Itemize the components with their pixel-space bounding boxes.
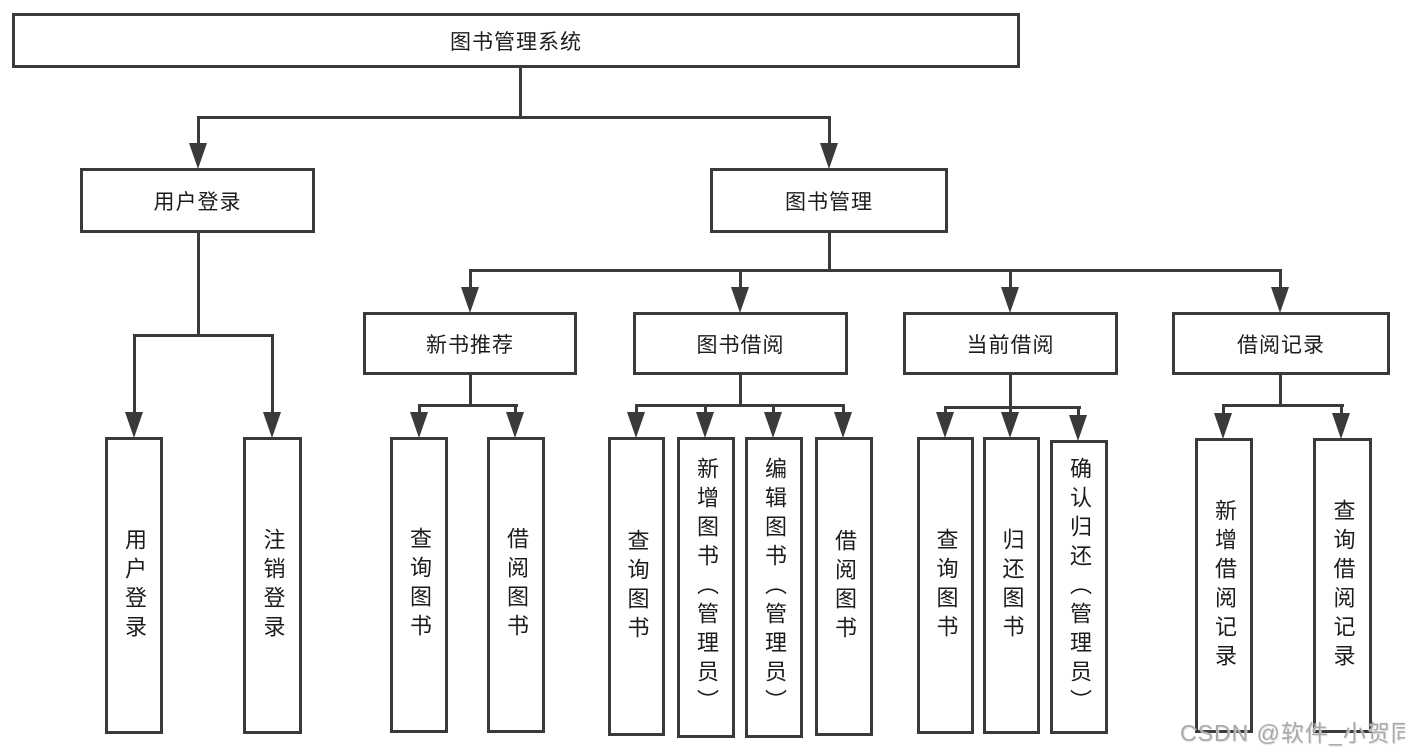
- connector-line: [519, 65, 522, 119]
- connector-line: [704, 404, 707, 414]
- node-label: 新书推荐: [426, 333, 514, 357]
- leaf-label: 用户登录: [122, 527, 147, 644]
- connector-arrow: [1332, 413, 1350, 439]
- connector-arrow: [461, 287, 479, 313]
- connector-arrow: [936, 412, 954, 438]
- connector-arrow: [1069, 415, 1087, 441]
- connector-line: [842, 404, 845, 414]
- leaf-label: 查询图书: [407, 527, 432, 643]
- connector-line: [772, 404, 775, 414]
- connector-arrow: [764, 412, 782, 438]
- connector-line: [197, 230, 200, 337]
- leaf-label: 借阅图书: [832, 528, 857, 645]
- connector-arrow: [263, 412, 281, 438]
- connector-line: [635, 404, 845, 407]
- connector-line: [1222, 404, 1344, 407]
- connector-line: [418, 404, 518, 407]
- node-user-login: 用户登录: [80, 168, 315, 233]
- connector-arrow: [506, 412, 524, 438]
- connector-arrow: [696, 412, 714, 438]
- connector-line: [828, 116, 831, 146]
- leaf-borrow-add-books-admin: 新增图书（管理员）: [677, 437, 735, 738]
- connector-line: [944, 406, 947, 414]
- connector-line: [514, 404, 517, 414]
- connector-line: [1009, 269, 1012, 291]
- connector-line: [1340, 404, 1343, 414]
- connector-line: [418, 404, 421, 414]
- node-label: 图书借阅: [696, 333, 785, 357]
- node-label: 当前借阅: [966, 333, 1055, 357]
- leaf-current-confirm-return-admin: 确认归还（管理员）: [1050, 440, 1108, 734]
- connector-arrow: [410, 412, 428, 438]
- node-label: 图书管理系统: [450, 30, 582, 54]
- leaf-label: 归还图书: [999, 527, 1025, 644]
- node-root-system: 图书管理系统: [12, 13, 1020, 68]
- leaf-borrow-edit-books-admin: 编辑图书（管理员）: [745, 437, 803, 738]
- connector-line: [1222, 404, 1225, 414]
- connector-line: [469, 269, 472, 291]
- connector-line: [739, 372, 742, 407]
- connector-arrow: [1001, 287, 1019, 313]
- connector-line: [1009, 372, 1012, 409]
- leaf-label: 新增图书（管理员）: [694, 457, 719, 718]
- leaf-label: 查询图书: [933, 527, 959, 644]
- leaf-user-login: 用户登录: [105, 437, 163, 734]
- connector-line: [271, 334, 274, 414]
- leaf-borrow-query-books: 查询图书: [608, 437, 665, 736]
- connector-line: [1279, 372, 1282, 407]
- leaf-current-query-books: 查询图书: [917, 437, 974, 734]
- leaf-recommend-query-books: 查询图书: [390, 437, 448, 733]
- connector-line: [197, 116, 200, 146]
- connector-line: [739, 269, 742, 291]
- leaf-recommend-borrow-books: 借阅图书: [487, 437, 545, 733]
- leaf-borrow-borrow-books: 借阅图书: [815, 437, 873, 736]
- leaf-current-return-books: 归还图书: [983, 437, 1040, 734]
- node-label: 图书管理: [785, 190, 873, 214]
- connector-line: [828, 230, 831, 272]
- csdn-watermark: CSDN @软件_小贺同学: [1180, 720, 1405, 746]
- leaf-label: 借阅图书: [504, 527, 529, 643]
- leaf-label: 查询图书: [624, 528, 650, 645]
- connector-line: [197, 116, 831, 119]
- connector-arrow: [1214, 413, 1232, 439]
- connector-line: [1077, 406, 1080, 416]
- leaf-label: 确认归还（管理员）: [1067, 456, 1092, 718]
- node-current-borrowing: 当前借阅: [903, 312, 1118, 375]
- connector-arrow: [820, 143, 838, 169]
- connector-line: [944, 406, 1081, 409]
- node-book-borrowing: 图书借阅: [633, 312, 848, 375]
- leaf-label: 编辑图书（管理员）: [762, 457, 787, 718]
- connector-arrow: [834, 412, 852, 438]
- connector-line: [1009, 406, 1012, 414]
- connector-line: [635, 404, 638, 414]
- connector-line: [469, 269, 1282, 272]
- connector-arrow: [731, 287, 749, 313]
- node-new-book-recommend: 新书推荐: [363, 312, 577, 375]
- leaf-label: 注销登录: [260, 527, 286, 644]
- connector-arrow: [627, 412, 645, 438]
- node-book-management: 图书管理: [710, 168, 948, 233]
- node-label: 用户登录: [153, 190, 242, 214]
- node-borrowing-records: 借阅记录: [1172, 312, 1390, 375]
- connector-arrow: [189, 143, 207, 169]
- leaf-logout: 注销登录: [243, 437, 302, 734]
- connector-line: [469, 372, 472, 407]
- leaf-records-query-record: 查询借阅记录: [1313, 438, 1372, 733]
- connector-arrow: [125, 412, 143, 438]
- connector-arrow: [1001, 412, 1019, 438]
- connector-line: [133, 334, 274, 337]
- node-label: 借阅记录: [1237, 333, 1325, 357]
- leaf-label: 查询借阅记录: [1330, 498, 1356, 673]
- connector-line: [133, 334, 136, 414]
- connector-line: [1279, 269, 1282, 291]
- connector-arrow: [1271, 287, 1289, 313]
- leaf-label: 新增借阅记录: [1212, 498, 1237, 673]
- leaf-records-add-record: 新增借阅记录: [1195, 438, 1253, 733]
